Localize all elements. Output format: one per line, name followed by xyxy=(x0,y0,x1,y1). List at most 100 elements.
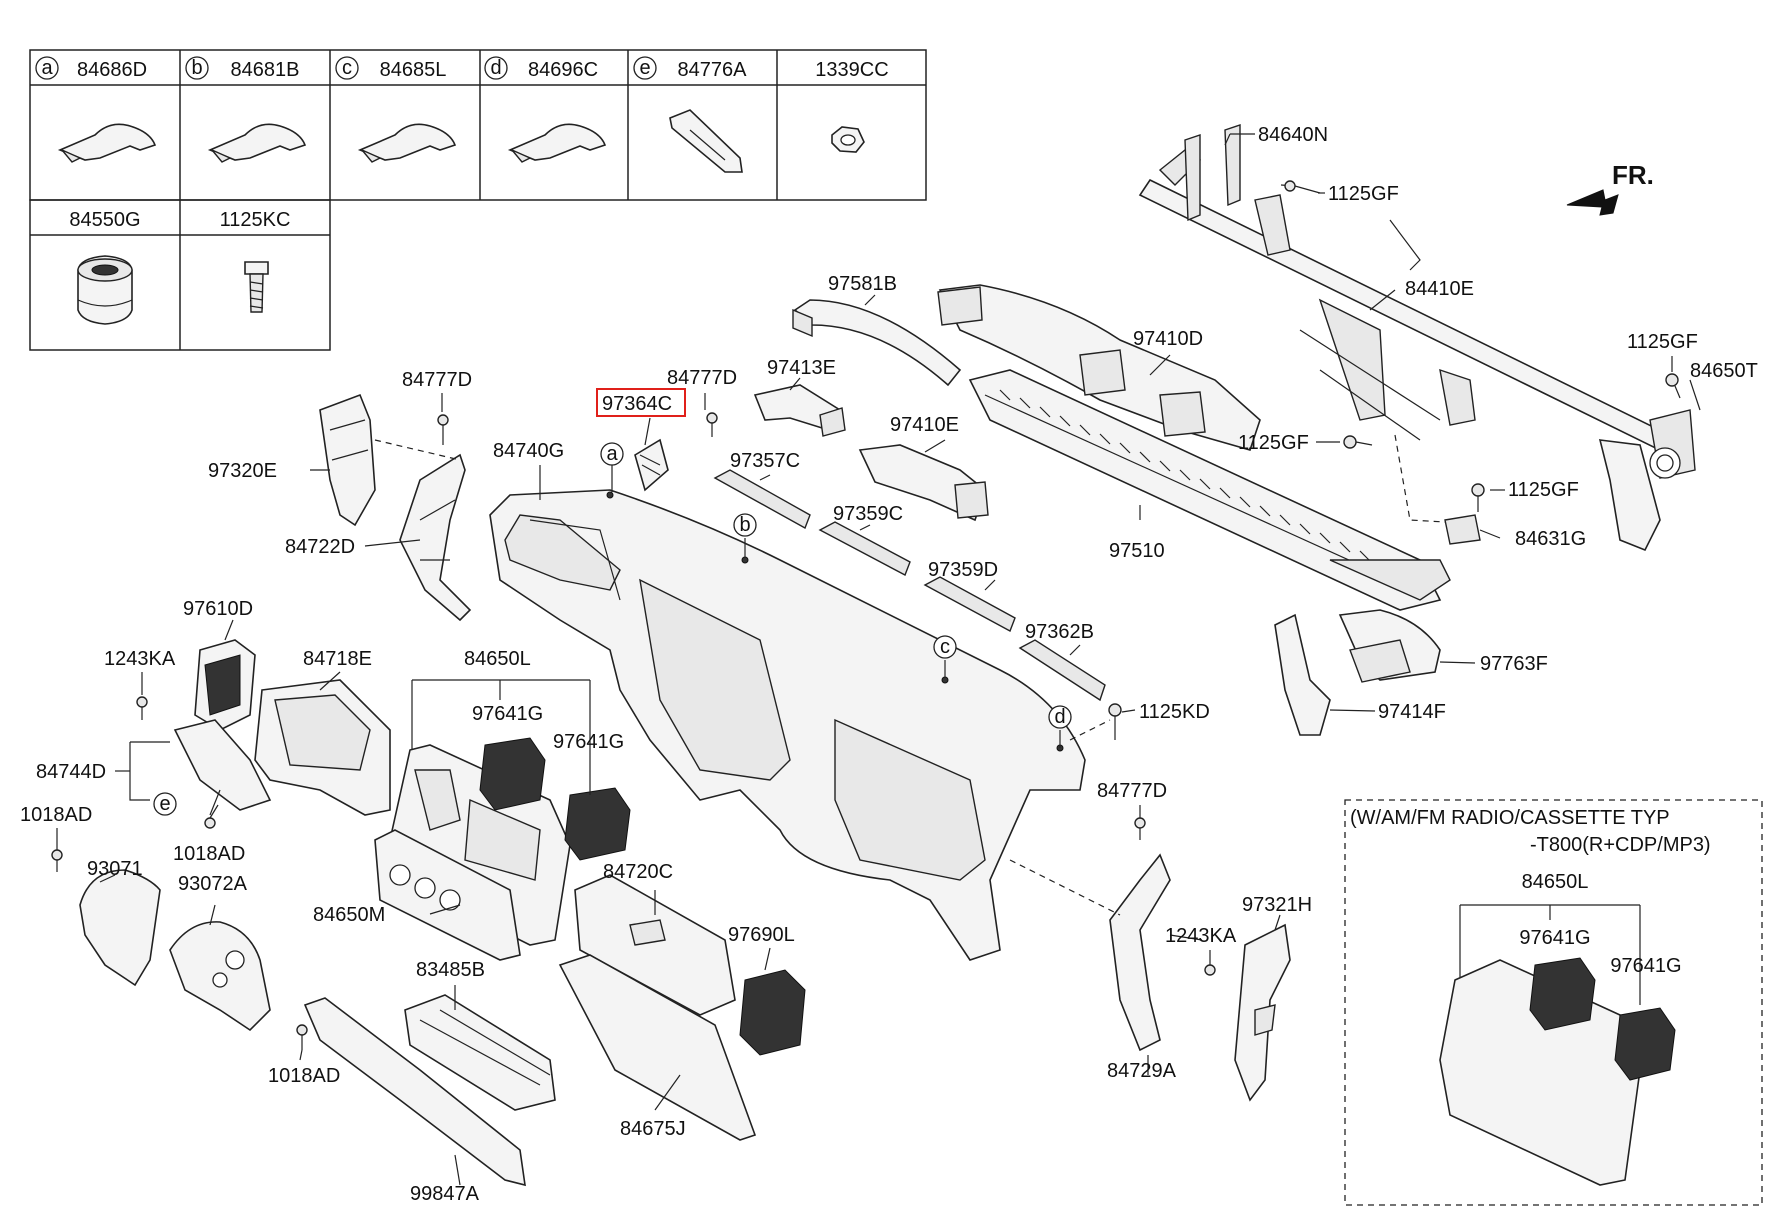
cluster-fascia-84718E xyxy=(254,679,391,816)
duct-97410E xyxy=(858,444,989,522)
vent-97610D xyxy=(194,639,256,731)
callout-letter: c xyxy=(940,636,950,658)
legend-letter: e xyxy=(639,57,650,79)
bolt-1018AD xyxy=(296,1024,308,1050)
part-label: 97641G xyxy=(1610,955,1681,977)
legend-part-number: 84550G xyxy=(69,209,140,231)
leader-line xyxy=(374,439,461,461)
front-label: FR. xyxy=(1612,160,1654,190)
part-label: 84729A xyxy=(1107,1060,1177,1082)
bolt-icon xyxy=(1665,373,1681,399)
part-label: 97641G xyxy=(553,731,624,753)
part-label: 1125GF xyxy=(1627,331,1698,353)
part-label: 84675J xyxy=(620,1118,686,1140)
bolt-1018AD xyxy=(204,804,219,829)
part-label: 84777D xyxy=(402,369,472,391)
part-label: 97362B xyxy=(1025,621,1094,643)
legend-part-number: 1339CC xyxy=(815,59,888,81)
bolt-icon xyxy=(1343,435,1373,449)
callout-letter: a xyxy=(606,443,618,465)
part-label: 99847A xyxy=(410,1183,480,1205)
legend-part-number: 84686D xyxy=(77,59,147,81)
part-label: 1018AD xyxy=(20,804,92,826)
legend-cell-d: d 84696C xyxy=(484,56,598,81)
side-cover-97321H xyxy=(1234,923,1291,1102)
duct-97413E xyxy=(753,384,846,437)
clip-icon xyxy=(207,123,307,163)
callout-a: a xyxy=(600,442,624,466)
part-label: 84410E xyxy=(1405,278,1474,300)
legend-part-number: 1125KC xyxy=(220,209,291,231)
clip-97359C xyxy=(818,521,911,576)
legend-letter: a xyxy=(41,57,53,79)
callout-letter: e xyxy=(159,793,170,815)
shroud-93072A xyxy=(169,921,271,1032)
part-label: 84650L xyxy=(464,648,531,670)
bolt-1243KA xyxy=(136,696,148,720)
part-label: 84744D xyxy=(36,761,106,783)
callout-e: e xyxy=(153,792,177,816)
legend-cell-a: a 84686D xyxy=(35,56,147,81)
vent-97641G xyxy=(479,737,546,811)
vent-97690L xyxy=(739,969,806,1056)
side-panel-97320E xyxy=(319,393,376,527)
part-label: 97690L xyxy=(728,924,795,946)
bracket-icon xyxy=(669,109,743,173)
legend-table: a 84686D b 84681B c 84685L d 84696C e 84… xyxy=(29,49,927,351)
vent-97641G xyxy=(1529,957,1596,1031)
duct-97414F xyxy=(1274,613,1331,736)
callout-d: d xyxy=(1048,705,1072,729)
glovebox-84720C xyxy=(574,874,736,1016)
leader-line xyxy=(1009,859,1121,916)
lower-panel-84744D xyxy=(173,719,272,811)
part-label: 97763F xyxy=(1480,653,1548,675)
leader-line xyxy=(1069,719,1111,741)
part-label: 84650L xyxy=(1522,871,1589,893)
part-label: 84650T xyxy=(1690,360,1758,382)
shroud-93071 xyxy=(79,869,161,987)
bracket-84631G xyxy=(1394,434,1481,545)
front-arrow-icon xyxy=(1566,189,1619,216)
highlight-box-97364C: 97364C xyxy=(596,388,686,417)
part-label: 97641G xyxy=(472,703,543,725)
variant-inset: (W/AM/FM RADIO/CASSETTE TYP -T800(R+CDP/… xyxy=(1344,799,1763,1206)
bolt-1018AD xyxy=(51,849,63,872)
cap-icon xyxy=(77,255,133,325)
part-label: 97357C xyxy=(730,450,800,472)
part-label: 97359D xyxy=(928,559,998,581)
legend-part-number: 84696C xyxy=(528,59,598,81)
screw-icon xyxy=(244,261,269,313)
callout-c: c xyxy=(933,635,957,659)
bracket-line xyxy=(129,741,170,801)
glovebox-door-84675J xyxy=(558,954,757,1141)
control-panel-84650M xyxy=(374,829,521,961)
part-label: 97413E xyxy=(767,357,836,379)
cowl-cross-bar xyxy=(1138,124,1696,552)
part-label: 84720C xyxy=(603,861,673,883)
part-label: 97610D xyxy=(183,598,253,620)
part-label: 84631G xyxy=(1515,528,1586,550)
bolt-icon xyxy=(1471,483,1485,512)
callout-letter: d xyxy=(1054,706,1065,728)
part-label: 84640N xyxy=(1258,124,1328,146)
vent-97641G xyxy=(1614,1007,1676,1081)
part-label: 84718E xyxy=(303,648,372,670)
screw-84777D xyxy=(1134,817,1146,840)
clip-icon xyxy=(507,123,607,163)
callout-letter: b xyxy=(739,514,750,536)
leader-lines xyxy=(56,133,1701,1186)
clip-icon xyxy=(57,123,157,163)
vent-97641G xyxy=(564,787,631,861)
bracket-84722D xyxy=(399,453,472,622)
part-label: 97359C xyxy=(833,503,903,525)
part-label: 97641G xyxy=(1519,927,1590,949)
bracket-line xyxy=(411,679,591,795)
part-label: 1018AD xyxy=(173,843,245,865)
clip-97359D xyxy=(923,576,1016,632)
callout-b: b xyxy=(733,513,757,537)
screw-84777D xyxy=(437,414,449,445)
part-label: 1018AD xyxy=(268,1065,340,1087)
legend-letter: c xyxy=(342,57,352,79)
